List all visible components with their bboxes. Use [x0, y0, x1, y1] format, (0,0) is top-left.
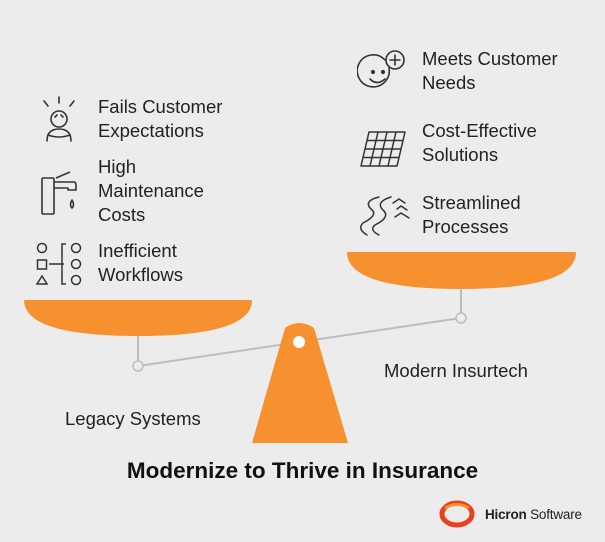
right-item-label-3: Streamlined Processes — [422, 192, 521, 237]
right-pivot — [455, 312, 467, 324]
fulcrum-top — [285, 323, 314, 328]
workflow-shapes-icon — [35, 242, 82, 286]
winding-river-icon — [360, 196, 410, 236]
left-pivot — [132, 360, 144, 372]
dripping-faucet-icon — [41, 171, 77, 215]
solar-panel-icon — [360, 131, 406, 167]
logo-text: Hicron Software — [485, 507, 582, 522]
page-title: Modernize to Thrive in Insurance — [126, 458, 479, 483]
logo-brand: Hicron — [485, 506, 527, 522]
hicron-logo: Hicron Software — [437, 499, 582, 529]
fulcrum — [252, 328, 348, 443]
frustrated-person-icon — [43, 96, 75, 142]
left-pan — [24, 300, 252, 336]
left-item-label-3: Inefficient Workflows — [98, 240, 183, 285]
fulcrum-pin — [293, 336, 305, 348]
right-item-label-1: Meets Customer Needs — [422, 48, 558, 93]
hicron-ring-icon — [439, 500, 475, 528]
smiley-plus-icon — [357, 50, 405, 88]
logo-suffix: Software — [530, 506, 582, 522]
right-pan — [347, 252, 576, 289]
left-item-label-2: High Maintenance Costs — [98, 156, 204, 225]
legacy-systems-caption: Legacy Systems — [65, 408, 201, 429]
left-item-label-1: Fails Customer Expectations — [98, 96, 223, 141]
modern-insurtech-caption: Modern Insurtech — [384, 360, 528, 381]
right-item-label-2: Cost-Effective Solutions — [422, 120, 537, 165]
